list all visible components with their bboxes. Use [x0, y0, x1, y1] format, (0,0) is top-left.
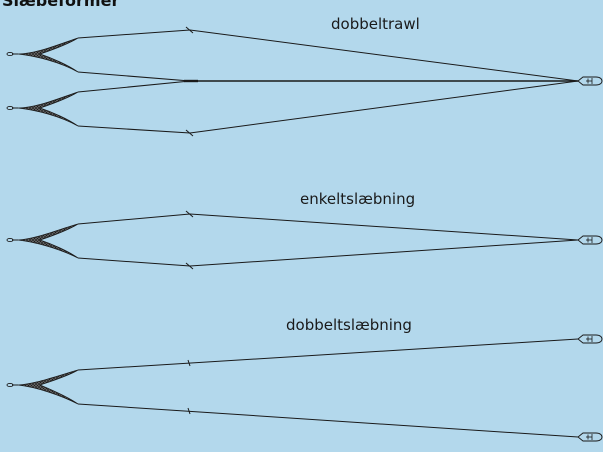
trawl-net-upper [6, 37, 79, 73]
warp-lines [77, 338, 579, 438]
enkeltslaebning-diagram [6, 210, 603, 270]
diagram-label-enkeltslaebning: enkeltslæbning [300, 190, 416, 208]
trawl-net-lower [6, 91, 79, 127]
diagram-label-dobbeltrawl: dobbeltrawl [331, 15, 420, 33]
diagram-label-dobbeltslaebning: dobbeltslæbning [286, 316, 412, 334]
vessel-icon [577, 76, 603, 86]
trawl-net [6, 369, 79, 405]
vessel-icon-upper [577, 334, 603, 344]
dobbeltrawl-diagram [6, 26, 603, 137]
dobbeltslaebning-diagram [6, 334, 603, 442]
page-heading: Slæbeformer [2, 0, 120, 10]
trawl-net [6, 223, 79, 259]
vessel-icon [577, 235, 603, 245]
warp-lines [77, 26, 579, 137]
vessel-icon-lower [577, 432, 603, 442]
warp-lines [77, 210, 579, 270]
